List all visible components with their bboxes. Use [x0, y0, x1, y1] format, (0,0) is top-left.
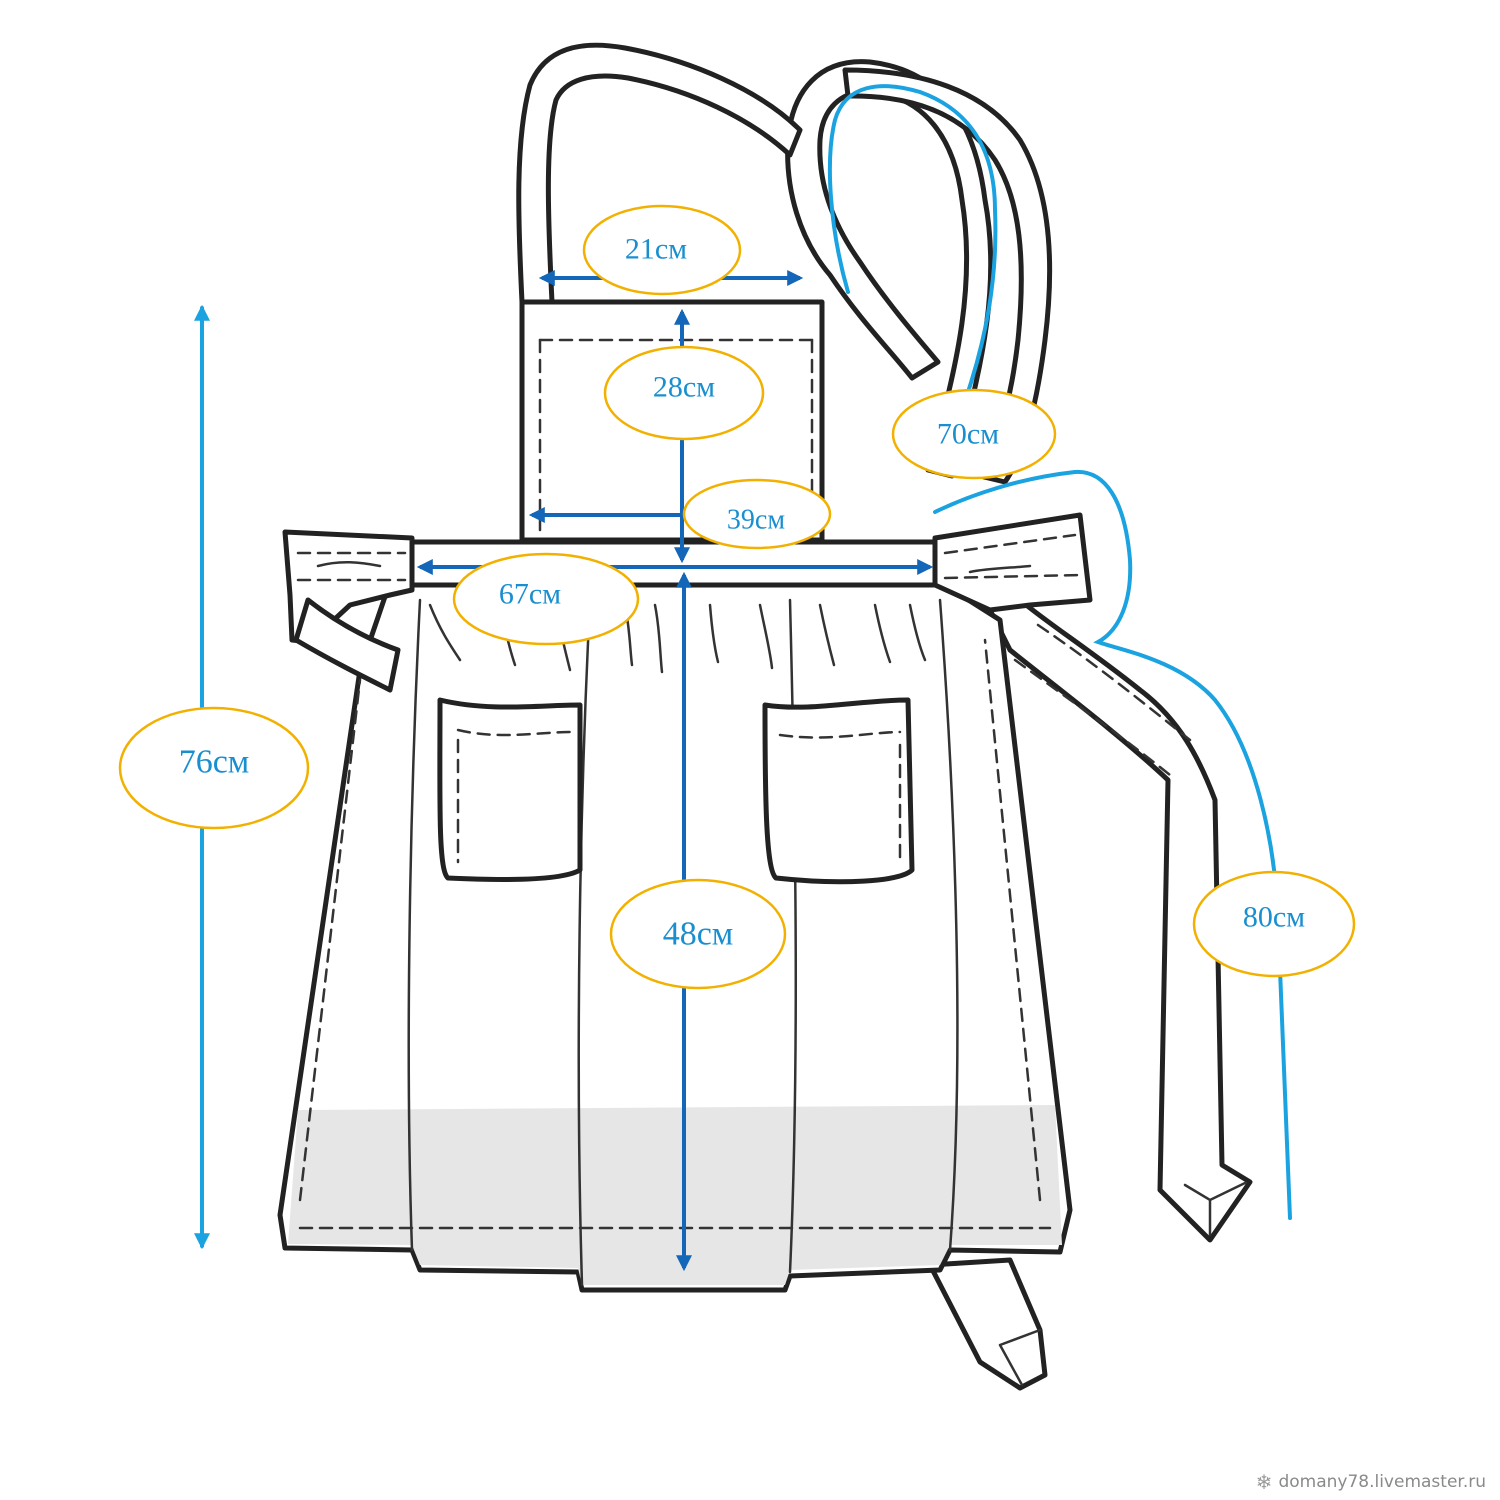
label-waistband: 67см: [452, 552, 640, 646]
label-skirt-length: 48см: [609, 878, 787, 990]
right-strap: [785, 59, 1053, 485]
strap-length-curve: [827, 84, 998, 394]
back-tie: [927, 1257, 1048, 1391]
label-half-waist: 39см: [682, 478, 832, 550]
label-waistband-text: 67см: [499, 578, 561, 611]
label-tie-text: 80см: [1243, 901, 1305, 934]
left-pocket: [437, 697, 583, 882]
label-tie: 80см: [1192, 870, 1356, 978]
right-tie: [987, 597, 1253, 1243]
watermark-text: domany78.livemaster.ru: [1278, 1472, 1486, 1492]
label-half-waist-text: 39см: [727, 505, 785, 536]
right-pocket: [762, 697, 915, 885]
label-bib-width-text: 21см: [625, 233, 687, 266]
left-strap: [516, 42, 803, 305]
watermark: ❄ domany78.livemaster.ru: [1256, 1470, 1486, 1494]
snowflake-icon: ❄: [1255, 1470, 1273, 1494]
label-bib-height: 28см: [603, 345, 765, 441]
label-total-length-text: 76см: [179, 744, 250, 781]
label-bib-width: 21см: [582, 204, 742, 296]
label-skirt-length-text: 48см: [663, 916, 734, 953]
label-strap: 70см: [891, 388, 1057, 480]
label-bib-height-text: 28см: [653, 371, 715, 404]
label-strap-text: 70см: [937, 418, 999, 451]
label-total-length: 76см: [118, 706, 310, 830]
